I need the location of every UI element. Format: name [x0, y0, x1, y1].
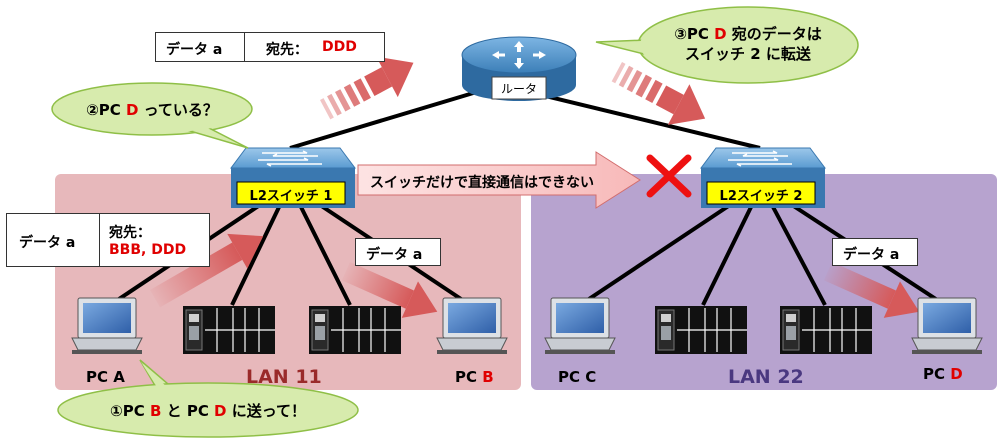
top-data-dest-value: DDD	[322, 39, 357, 55]
pc-d-data-box: データ a	[832, 238, 918, 266]
bubble-1-text: ①PC B と PC D に送って！	[70, 400, 346, 421]
bubble-1-d: D	[214, 402, 227, 420]
arrow-pc-a-to-switch	[150, 233, 264, 308]
pc-b-letter: B	[482, 368, 494, 386]
pc-d-prefix: PC	[923, 365, 946, 383]
bubble-3-text: ③PC D 宛のデータは スイッチ 2 に転送	[648, 24, 848, 64]
bubble-3-d: D	[714, 25, 727, 43]
laptop-icon-pc-d	[911, 297, 983, 354]
arrow-from-router	[611, 62, 706, 125]
left-data-label: データ a	[19, 235, 76, 251]
bubble-2-d: D	[126, 101, 139, 119]
lan-22-label: LAN 22	[728, 366, 804, 388]
cross-icon	[646, 154, 692, 198]
switch-1-label-bg	[236, 181, 346, 205]
bubble-1-b: B	[149, 402, 162, 420]
pc-d-letter: D	[950, 365, 963, 383]
bubble-2-text: ②PC D っている？	[60, 99, 244, 120]
bubble-3-num: ③PC	[674, 25, 715, 43]
left-data-box: データ a 宛先： BBB, DDD	[6, 213, 210, 267]
bubble-2-end: っている？	[138, 101, 218, 119]
pc-d-label: PC D	[923, 365, 963, 383]
pc-c-label: PC C	[558, 368, 596, 386]
bubble-3-line-1: ③PC D 宛のデータは	[648, 24, 848, 44]
pc-b-label: PC B	[455, 368, 494, 386]
pc-d-data-label: データ a	[843, 247, 900, 263]
top-data-divider	[244, 33, 245, 61]
switch-1-label: L2スイッチ 1	[249, 189, 333, 204]
direct-communication-arrow	[357, 151, 641, 209]
server-rack-icon-4	[780, 306, 872, 354]
lan-11-label: LAN 11	[246, 366, 322, 388]
server-rack-icon-3	[655, 306, 747, 354]
router-label: ルータ	[500, 82, 537, 96]
arrow-to-router	[320, 56, 414, 120]
pc-a-letter: A	[113, 368, 125, 386]
bubble-1-end: に送って！	[226, 402, 306, 420]
direct-arrow-label: スイッチだけで直接通信はできない	[370, 175, 594, 191]
pc-b-prefix: PC	[455, 368, 478, 386]
pc-b-data-label: データ a	[366, 247, 423, 263]
pc-b-data-box: データ a	[355, 238, 441, 266]
bubble-3-line-1-end: 宛のデータは	[726, 25, 822, 43]
switch-2-label-bg	[706, 181, 816, 205]
lan-22-area	[531, 174, 997, 390]
laptop-icon-pc-a	[71, 297, 143, 354]
arrow-to-pc-b	[341, 262, 438, 318]
speech-bubble-3	[595, 6, 859, 84]
arrow-to-pc-d	[823, 262, 920, 318]
pc-a-label: PC A	[86, 368, 125, 386]
server-rack-icon-1	[183, 306, 275, 354]
server-rack-icon-2	[309, 306, 401, 354]
laptop-icon-pc-c	[544, 297, 616, 354]
left-data-dest-label: 宛先：	[109, 225, 151, 241]
speech-bubble-1	[57, 359, 359, 438]
bubble-1-mid: と PC	[161, 402, 215, 420]
left-data-dest-value: BBB, DDD	[109, 242, 187, 258]
top-data-box: データ a 宛先： DDD	[155, 32, 385, 62]
bubble-3-line-2: スイッチ 2 に転送	[685, 45, 811, 63]
pc-a-prefix: PC	[86, 368, 109, 386]
router-label-bg	[491, 76, 547, 100]
laptop-icon-pc-b	[436, 297, 508, 354]
pc-c-letter: C	[585, 368, 597, 386]
pc-c-prefix: PC	[558, 368, 581, 386]
top-data-label: データ a	[166, 42, 223, 58]
speech-bubble-2	[51, 82, 253, 149]
switch-2-label: L2スイッチ 2	[719, 189, 803, 204]
top-data-dest-label: 宛先：	[266, 42, 308, 58]
bubble-1-num: ①PC	[110, 402, 150, 420]
left-data-divider	[99, 214, 100, 266]
bubble-2-num: ②PC	[86, 101, 126, 119]
